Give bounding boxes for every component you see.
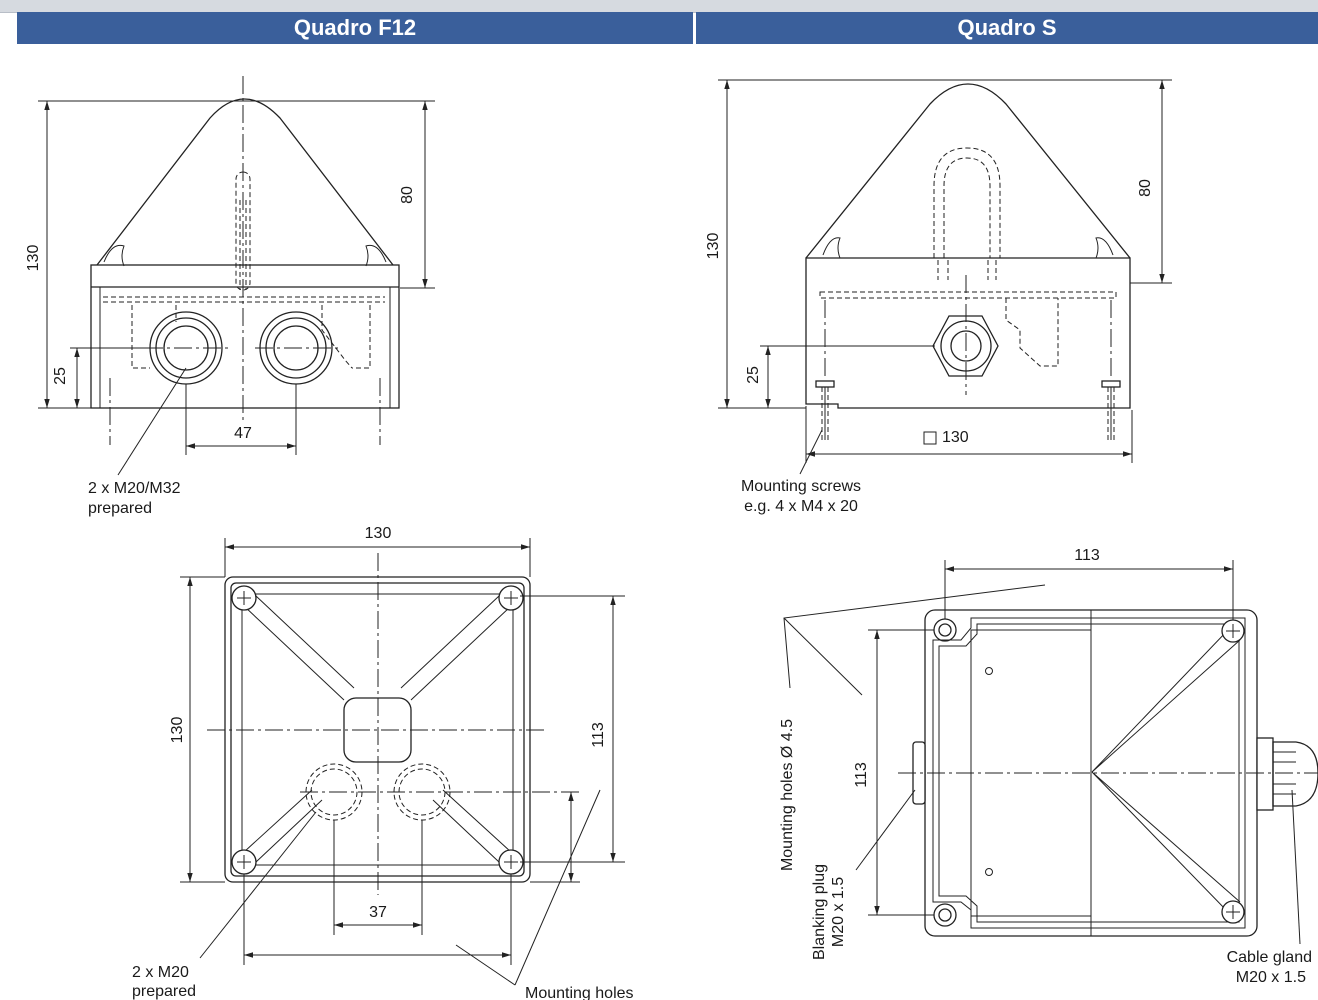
header-quadro-f12: Quadro F12	[17, 12, 693, 44]
f12-side-dim-80: 80	[399, 186, 416, 204]
f12-base-callout-line1: 2 x M20	[132, 964, 189, 981]
f12-side-callout-line2: prepared	[88, 500, 152, 517]
s-side-dim-130: 130	[705, 233, 722, 260]
s-base-view	[783, 560, 1318, 945]
s-side-dim-80: 80	[1137, 179, 1154, 197]
f12-side-dim-47: 47	[234, 425, 252, 442]
f12-base-mounting-holes: Mounting holes	[525, 985, 634, 1000]
s-side-dim-square-130: 130	[942, 429, 969, 446]
f12-base-dim-37: 37	[369, 904, 387, 921]
s-side-screws-line2: e.g. 4 x M4 x 20	[744, 498, 858, 515]
s-side-screws-line1: Mounting screws	[741, 478, 861, 495]
f12-base-dim-height: 130	[169, 717, 186, 744]
f12-side-callout-line1: 2 x M20/M32	[88, 480, 181, 497]
s-base-blanking-plug-line1: Blanking plug	[811, 864, 828, 960]
s-base-dim-height: 113	[853, 762, 870, 788]
header-quadro-s: Quadro S	[696, 12, 1318, 44]
s-base-blanking-plug-line2: M20 x 1.5	[830, 877, 847, 947]
s-base-dim-width: 113	[1074, 547, 1100, 564]
f12-base-dim-width: 130	[365, 525, 392, 542]
f12-base-callout-line2: prepared	[132, 983, 196, 1000]
s-base-mounting-holes-label: Mounting holes Ø 4.5	[779, 719, 796, 871]
f12-side-dim-130: 130	[25, 245, 42, 272]
s-side-view	[718, 79, 1172, 475]
f12-side-dim-25: 25	[52, 367, 69, 385]
s-base-cable-gland-line2: M20 x 1.5	[1236, 969, 1306, 986]
s-side-dim-25: 25	[745, 366, 762, 384]
f12-side-view	[38, 76, 435, 476]
s-base-cable-gland-line1: Cable gland	[1227, 949, 1312, 966]
f12-base-dim-113: 113	[590, 722, 607, 748]
f12-base-view	[180, 538, 625, 986]
f12-screws	[231, 585, 524, 875]
